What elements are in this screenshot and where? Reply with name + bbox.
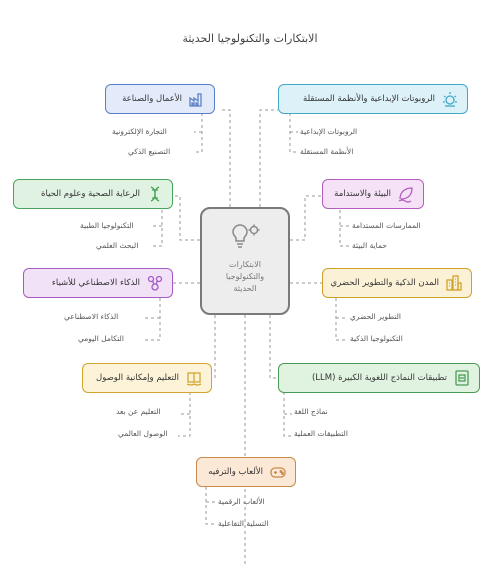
sub-global-access: الوصول العالمي xyxy=(118,429,168,438)
node-ai-label: الذكاء الاصطناعي للأشياء xyxy=(51,278,140,288)
dna-icon xyxy=(146,185,164,203)
node-llm-label: تطبيقات النماذج اللغوية الكبيرة (LLM) xyxy=(311,373,447,383)
node-ai-things: الذكاء الاصطناعي للأشياء xyxy=(23,268,173,298)
sub-digital-games: الألعاب الرقمية xyxy=(218,497,265,506)
node-robotics-label: الروبوتات الإبداعية والأنظمة المستقلة xyxy=(303,94,435,104)
sub-remote-learning: التعليم عن بعد xyxy=(116,407,161,416)
sub-smart-manufacturing: التصنيع الذكي xyxy=(128,147,171,156)
sub-environmental-protection: حماية البيئة xyxy=(352,241,387,250)
node-environment-label: البيئة والاستدامة xyxy=(334,189,391,199)
document-chat-icon xyxy=(453,369,471,387)
sub-daily-integration: التكامل اليومي xyxy=(78,334,124,343)
robot-sun-icon xyxy=(441,90,459,108)
sub-autonomous-systems: الأنظمة المستقلة xyxy=(300,147,354,156)
sub-smart-technology: التكنولوجيا الذكية xyxy=(350,334,403,343)
central-topic-line2: والتكنولوجيا xyxy=(225,272,265,281)
node-education-label: التعليم وإمكانية الوصول xyxy=(96,373,179,383)
game-controller-icon xyxy=(269,463,287,481)
node-smartcities-label: المدن الذكية والتطوير الحضري xyxy=(330,278,439,288)
node-games-label: الألعاب والترفيه xyxy=(208,467,263,477)
sub-practical-applications: التطبيقات العملية xyxy=(294,429,348,438)
buildings-icon xyxy=(445,274,463,292)
node-business-industry: الأعمال والصناعة xyxy=(105,84,215,114)
lightbulb-gear-icon xyxy=(232,224,260,248)
node-health-label: الرعاية الصحية وعلوم الحياة xyxy=(41,189,140,199)
node-education-access: التعليم وإمكانية الوصول xyxy=(82,363,212,393)
central-topic-node: الابتكارات والتكنولوجيا الحديثة xyxy=(200,207,290,315)
book-hand-icon xyxy=(185,369,203,387)
central-topic-line3: الحديثة xyxy=(233,284,257,293)
sub-creative-robots: الروبوتات الإبداعية xyxy=(300,127,358,136)
sub-artificial-intelligence: الذكاء الاصطناعي xyxy=(64,312,119,321)
sub-ecommerce: التجارة الإلكترونية xyxy=(112,127,167,136)
node-business-label: الأعمال والصناعة xyxy=(122,94,182,104)
sub-urban-development: التطوير الحضري xyxy=(350,312,401,321)
sub-medical-tech: التكنولوجيا الطبية xyxy=(80,221,134,230)
factory-icon xyxy=(188,90,206,108)
sub-language-models: نماذج اللغة xyxy=(294,407,328,416)
diagram-title: الابتكارات والتكنولوجيا الحديثة xyxy=(182,32,318,45)
node-games-entertainment: الألعاب والترفيه xyxy=(196,457,296,487)
node-robotics-autonomous: الروبوتات الإبداعية والأنظمة المستقلة xyxy=(278,84,468,114)
chip-network-icon xyxy=(146,274,164,292)
sub-sustainable-practices: الممارسات المستدامة xyxy=(352,221,421,230)
sub-interactive-entertainment: التسلية التفاعلية xyxy=(218,519,269,528)
node-smart-cities: المدن الذكية والتطوير الحضري xyxy=(322,268,472,298)
node-healthcare-lifesciences: الرعاية الصحية وعلوم الحياة xyxy=(13,179,173,209)
sub-scientific-research: البحث العلمي xyxy=(96,241,139,250)
leaf-wave-icon xyxy=(397,185,415,203)
node-environment-sustainability: البيئة والاستدامة xyxy=(322,179,424,209)
node-llm-applications: تطبيقات النماذج اللغوية الكبيرة (LLM) xyxy=(278,363,480,393)
central-topic-line1: الابتكارات xyxy=(229,260,261,269)
